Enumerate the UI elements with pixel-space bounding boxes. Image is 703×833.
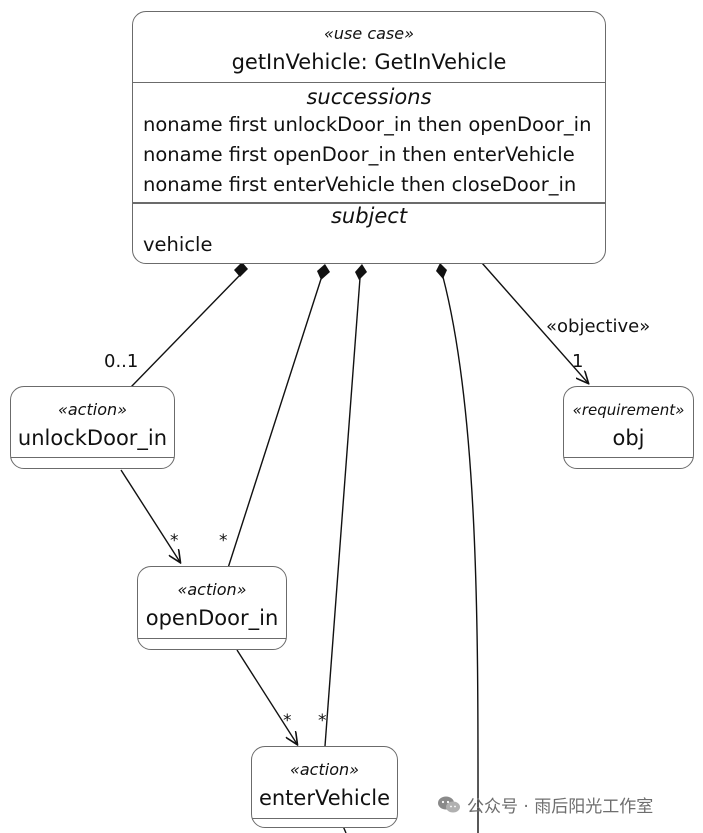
- action-stereotype: «action»: [58, 400, 127, 419]
- succession-item: noname first openDoor_in then enterVehic…: [143, 143, 575, 166]
- action-divider: [252, 818, 397, 819]
- composition-diamond-close: [436, 263, 447, 279]
- action-box-unlock[interactable]: «action» unlockDoor_in: [10, 386, 175, 469]
- requirement-stereotype: «requirement»: [572, 401, 685, 419]
- subject-item: vehicle: [143, 233, 213, 256]
- composition-edge-unlock: [130, 274, 241, 388]
- action-stereotype: «action»: [290, 760, 359, 779]
- composition-diamond-enter: [355, 264, 367, 280]
- succession-edge-open-enter: [236, 649, 297, 744]
- composition-edge-enter: [324, 277, 361, 747]
- composition-edge-close: [442, 276, 479, 833]
- action-box-enter[interactable]: «action» enterVehicle: [251, 746, 398, 828]
- action-name: enterVehicle: [258, 786, 391, 810]
- watermark: 公众号 · 雨后阳光工作室: [437, 792, 653, 817]
- action-name: openDoor_in: [145, 606, 279, 630]
- composition-diamond-open: [317, 264, 330, 280]
- usecase-divider-1: [133, 82, 605, 83]
- succession-edge-unlock-open: [120, 469, 180, 562]
- usecase-box[interactable]: «use case» getInVehicle: GetInVehicle su…: [132, 11, 606, 264]
- multiplicity-star: *: [219, 531, 228, 551]
- successions-title: successions: [306, 85, 432, 109]
- usecase-stereotype: «use case»: [324, 24, 414, 43]
- multiplicity-star: *: [170, 531, 179, 551]
- multiplicity-unlock: 0..1: [104, 351, 139, 372]
- action-divider: [138, 638, 286, 639]
- subject-title: subject: [330, 204, 408, 228]
- action-box-open[interactable]: «action» openDoor_in: [137, 566, 287, 650]
- objective-edge: [481, 262, 588, 383]
- action-divider: [11, 457, 174, 458]
- multiplicity-objective: 1: [572, 351, 584, 372]
- multiplicity-star: *: [318, 711, 327, 731]
- usecase-divider-2: [133, 202, 605, 204]
- succession-item: noname first unlockDoor_in then openDoor…: [143, 113, 592, 136]
- requirement-box[interactable]: «requirement» obj: [563, 386, 694, 469]
- multiplicity-star: *: [283, 711, 292, 731]
- action-name: unlockDoor_in: [17, 426, 168, 450]
- objective-label: «objective»: [546, 316, 651, 337]
- usecase-name: getInVehicle: GetInVehicle: [231, 50, 507, 74]
- wechat-icon: [438, 796, 460, 812]
- action-stereotype: «action»: [177, 580, 247, 599]
- succession-item: noname first enterVehicle then closeDoor…: [143, 173, 577, 196]
- requirement-name: obj: [612, 426, 645, 450]
- composition-edge-open: [227, 278, 322, 569]
- watermark-text: 公众号 · 雨后阳光工作室: [467, 797, 654, 817]
- composition-diamond-unlock: [234, 262, 248, 277]
- requirement-divider: [564, 457, 693, 458]
